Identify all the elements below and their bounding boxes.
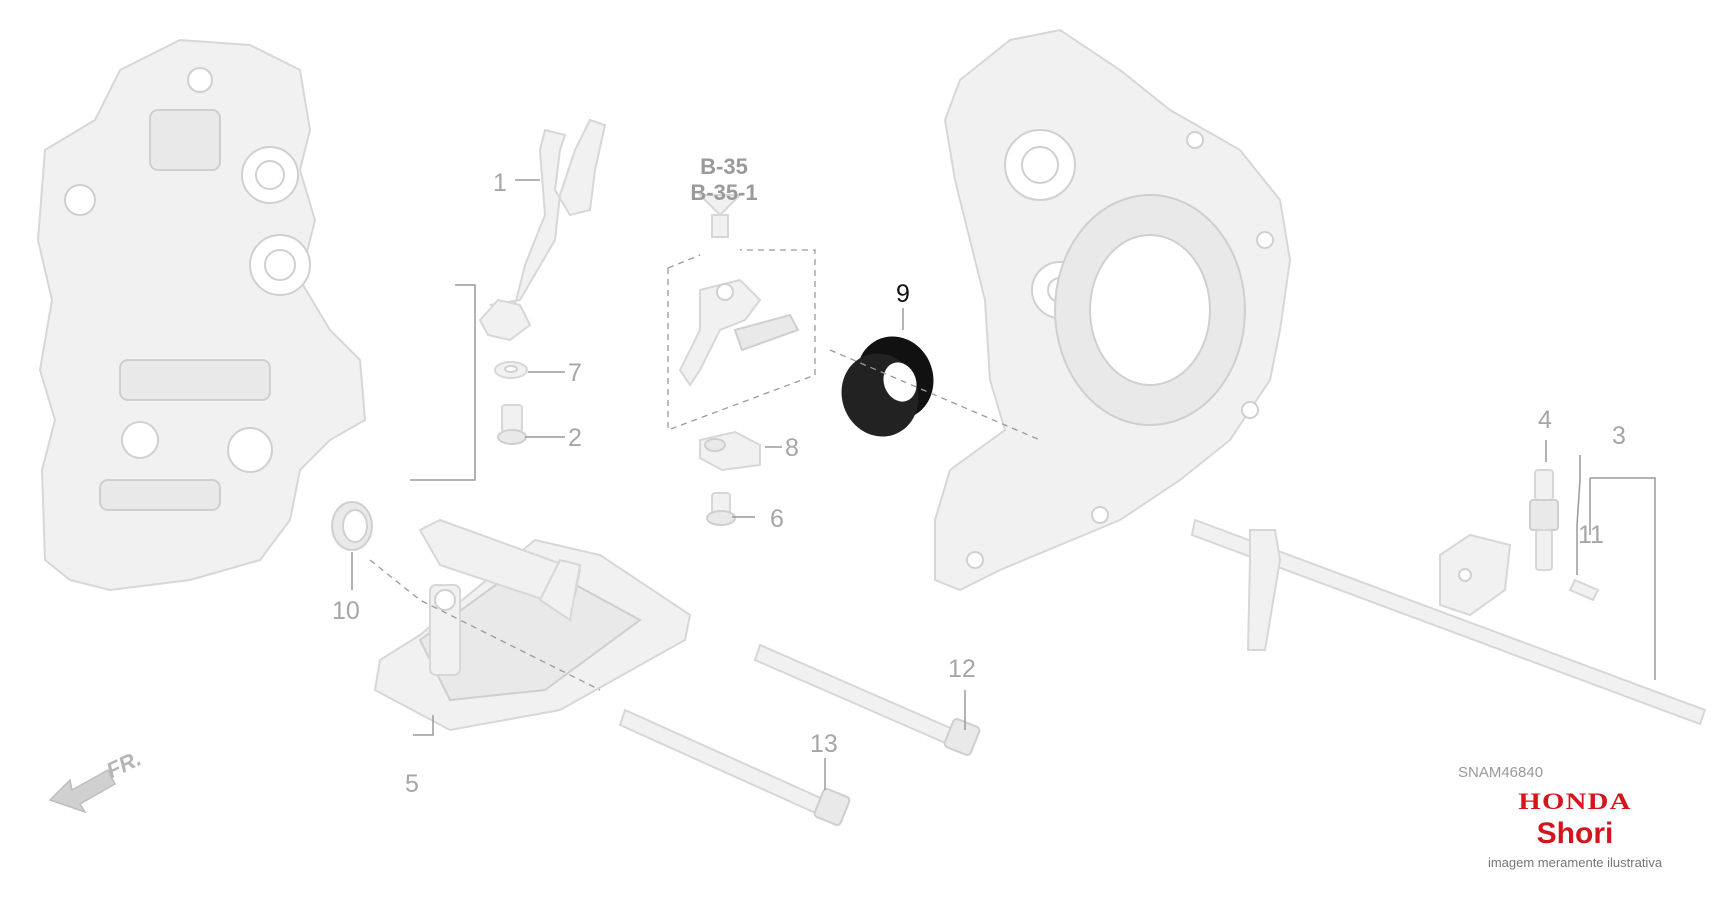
callout-1: 1 [493, 169, 507, 197]
reference-b35: B-35 [700, 154, 748, 179]
callout-10: 10 [332, 597, 360, 625]
shift-plate [373, 518, 692, 732]
callout-9: 9 [896, 280, 910, 308]
bolt-small [497, 404, 527, 445]
oil-seal [841, 336, 934, 437]
reference-box [667, 194, 816, 431]
dealer-name: Shori [1536, 817, 1614, 850]
long-bolt-12 [753, 643, 981, 756]
bolt-6 [706, 492, 736, 526]
callout-labels: 1 7 2 8 6 9 10 5 12 13 4 3 11 [332, 169, 1626, 798]
callout-11: 11 [1578, 521, 1604, 549]
callout-7: 7 [568, 359, 582, 387]
reference-b35-1: B-35-1 [690, 180, 757, 205]
o-ring [331, 501, 373, 551]
detent-block [699, 430, 761, 472]
spring-pin [1568, 578, 1600, 602]
callout-12: 12 [948, 655, 976, 683]
branding-block: SNAM46840 HONDA Shori imagem meramente i… [1450, 764, 1700, 870]
callout-4: 4 [1538, 406, 1552, 434]
shift-fork [478, 118, 607, 342]
callout-3: 3 [1612, 422, 1626, 450]
neutral-switch [1529, 469, 1559, 571]
callout-13: 13 [810, 730, 838, 758]
shift-shaft [1190, 518, 1707, 726]
leader-lines [351, 179, 1656, 790]
callout-8: 8 [785, 434, 799, 462]
honda-logo: HONDA [1518, 789, 1632, 814]
callout-2: 2 [568, 424, 582, 452]
callout-6: 6 [770, 505, 784, 533]
reference-part [678, 278, 800, 387]
disclaimer: imagem meramente ilustrativa [1487, 855, 1663, 870]
callout-5: 5 [405, 770, 419, 798]
diagram-code: SNAM46840 [1458, 764, 1544, 781]
right-housing [934, 28, 1292, 592]
front-direction-arrow: FR. [48, 746, 145, 814]
left-housing [36, 38, 367, 592]
long-bolt-13 [618, 708, 851, 826]
